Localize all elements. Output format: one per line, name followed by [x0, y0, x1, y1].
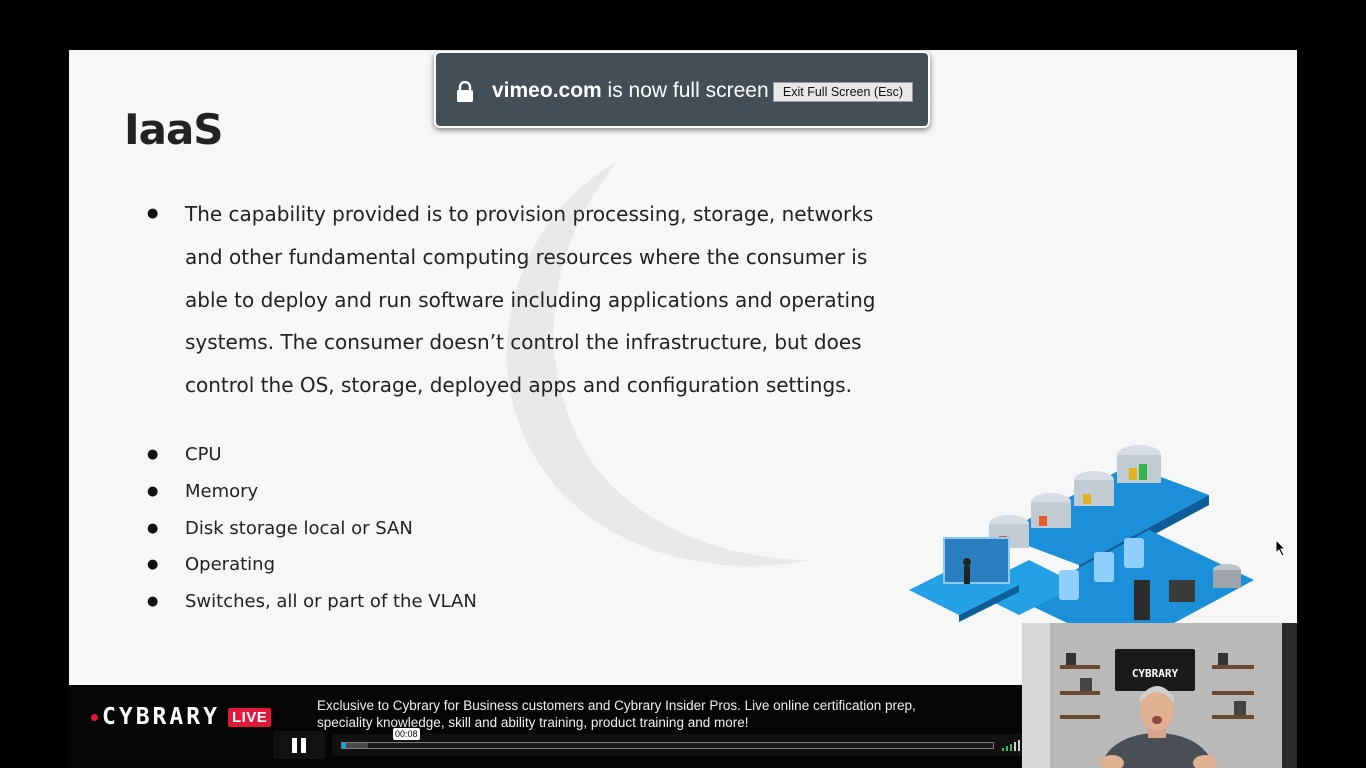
live-badge: LIVE [227, 707, 272, 727]
cybrary-wordmark: CYBRARY [102, 704, 220, 730]
bullet-item: Switches, all or part of the VLAN [147, 588, 477, 625]
paragraph-line: The capability provided is to provision … [185, 202, 874, 226]
exit-fullscreen-button[interactable]: Exit Full Screen (Esc) [773, 82, 913, 102]
presentation-slide: IaaS The capability provided is to provi… [69, 50, 1297, 685]
lock-icon [457, 81, 473, 102]
progress-bar-container: 00:08 CC ⚙ ⤧ [332, 728, 1092, 756]
volume-icon[interactable] [1002, 739, 1022, 751]
fullscreen-domain: vimeo.com [492, 79, 602, 102]
fullscreen-notification: vimeo.com is now full screen Exit Full S… [434, 51, 930, 128]
slide-title: IaaS [124, 105, 224, 154]
pause-button[interactable] [273, 731, 325, 759]
paragraph-line: and other fundamental computing resource… [185, 244, 868, 269]
progress-bar[interactable] [341, 742, 994, 749]
webcam-video-frame: CYBRARY [1022, 623, 1297, 768]
logo-dot-icon [91, 713, 98, 721]
datacenter-illustration [909, 445, 1254, 630]
presenter-webcam: CYBRARY [1022, 623, 1297, 768]
bullet-item: Disk storage local or SAN [147, 515, 477, 552]
current-time-tooltip: 00:08 [393, 728, 420, 740]
fullscreen-message-text: is now full screen [601, 79, 769, 102]
paragraph-line: systems. The consumer doesn’t control th… [185, 330, 862, 355]
paragraph-line: able to deploy and run software includin… [185, 287, 876, 312]
promo-ticker-text: Exclusive to Cybrary for Business custom… [317, 698, 916, 730]
paragraph-line: control the OS, storage, deployed apps a… [185, 373, 852, 398]
fullscreen-message: vimeo.com is now full screen [492, 79, 769, 103]
played-fill [342, 743, 346, 748]
webcam-sign-text: CYBRARY [1132, 667, 1179, 680]
buffered-fill [342, 743, 369, 748]
bullet-item: Operating [147, 551, 477, 588]
resource-bullet-list: CPU Memory Disk storage local or SAN Ope… [147, 441, 477, 625]
bullet-item: Memory [147, 478, 477, 515]
paragraph-bullet: The capability provided is to provision … [147, 193, 907, 407]
mouse-cursor-icon [1275, 539, 1287, 557]
paragraph-bullet-list: The capability provided is to provision … [147, 193, 907, 407]
bullet-item: CPU [147, 441, 477, 478]
cybrary-live-logo: CYBRARY LIVE [91, 702, 272, 732]
video-controls: 00:08 CC ⚙ ⤧ [273, 728, 1092, 759]
